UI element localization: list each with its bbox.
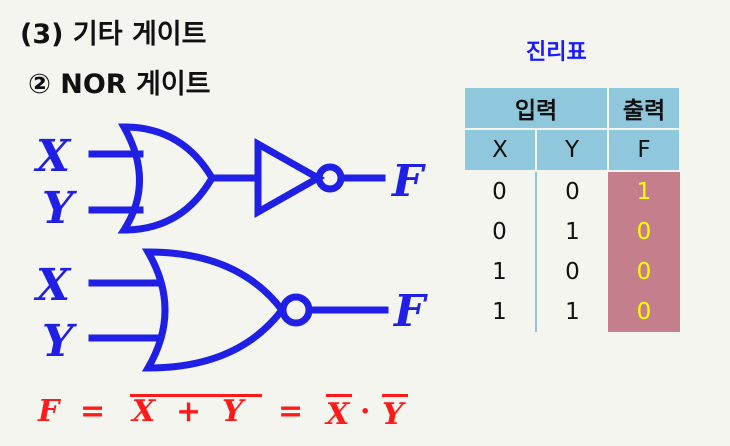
cell-y: 1 [565, 219, 580, 245]
or-gate-body [117, 123, 217, 234]
cell-x: 1 [464, 252, 537, 292]
nor-gate-diagram: X Y F X Y F [33, 123, 428, 372]
not-gate-triangle [254, 137, 326, 219]
formula-x: X [132, 394, 156, 429]
or-plus-not-gate [88, 123, 386, 234]
table-row: 0 0 1 [464, 171, 680, 212]
nor-gate-bubble [279, 293, 313, 327]
formula-overline-sum: X + Y [130, 394, 262, 429]
formula-equals-1: = [80, 394, 106, 429]
formula-plus: + [176, 394, 202, 429]
subsection-title: ② NOR 게이트 [28, 69, 211, 100]
table-row: 1 1 0 [464, 292, 680, 332]
nor-gate [88, 248, 389, 372]
input-label-x-1: X [33, 131, 72, 182]
cell-x: 0 [464, 212, 537, 252]
cell-x: 0 [464, 171, 537, 212]
cell-f: 1 [608, 171, 680, 212]
truth-table: 입력 출력 X Y F 0 0 1 0 1 0 1 0 0 1 1 0 [463, 86, 681, 332]
input-label-y-1: Y [42, 183, 77, 234]
table-row: 1 0 0 [464, 252, 680, 292]
nor-formula: F = X + Y = X · Y [38, 394, 458, 436]
formula-dot: · [360, 394, 371, 429]
formula-y: Y [222, 394, 244, 429]
table-row: 0 1 0 [464, 212, 680, 252]
cell-f: 0 [608, 252, 680, 292]
cell-f: 0 [608, 292, 680, 332]
nor-gate-body [141, 248, 287, 372]
cell-y: 0 [565, 259, 580, 285]
column-header-f: F [607, 128, 681, 172]
input-header: 입력 [463, 86, 609, 130]
formula-equals-2: = [278, 394, 304, 429]
cell-y: 1 [565, 299, 580, 325]
input-label-x-2: X [33, 260, 72, 311]
cell-f: 0 [608, 212, 680, 252]
output-label-f-2: F [392, 286, 428, 337]
cell-y: 0 [565, 179, 580, 205]
section-title: (3) 기타 게이트 [20, 19, 207, 50]
output-header: 출력 [607, 86, 681, 130]
formula-lhs: F [38, 394, 60, 429]
output-label-f-1: F [390, 156, 426, 207]
column-header-x: X [463, 128, 537, 172]
formula-x-bar: X [326, 394, 352, 432]
input-label-y-2: Y [42, 316, 77, 367]
formula-y-bar: Y [382, 394, 408, 432]
cell-x: 1 [464, 292, 537, 332]
truth-table-caption: 진리표 [526, 40, 587, 65]
column-header-y: Y [535, 128, 609, 172]
